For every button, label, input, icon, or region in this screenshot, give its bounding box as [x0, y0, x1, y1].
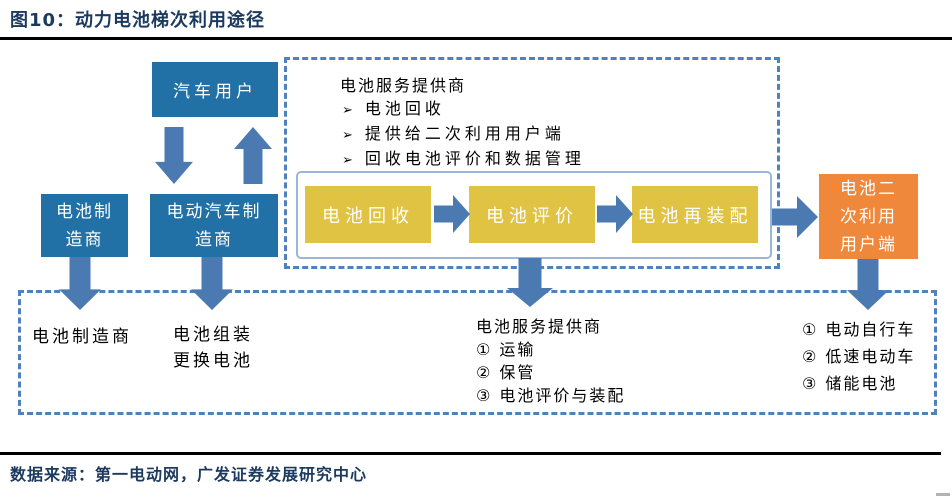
- battery-maker-box: 电池制 造商: [41, 194, 128, 257]
- process-step-label: 电池评价: [486, 205, 578, 227]
- assembly-line: 更换电池: [173, 351, 253, 371]
- user-to-evmaker-arrow: [155, 127, 193, 184]
- evmaker-to-user-arrow: [234, 127, 272, 184]
- process-step-label: 电池再装配: [637, 205, 753, 227]
- title-divider: [0, 37, 952, 40]
- process-step-reassemble: 电池再装配: [632, 186, 758, 243]
- secondary-user-label-line: 电池二: [840, 178, 897, 199]
- service-provider-panel: 电池服务提供商 ➢ 电池回收 ➢ 提供给二次利用用户端 ➢ 回收电池评价和数据管…: [340, 74, 585, 172]
- car-user-box: 汽车用户: [152, 62, 278, 117]
- data-source-label: 数据来源：第一电动网，广发证券发展研究中心: [10, 465, 368, 484]
- recycle-to-evaluate-arrow: [434, 195, 470, 233]
- bottom-battery-maker-label: 电池制造商: [32, 327, 132, 347]
- figure-title: 图10：动力电池梯次利用途径: [10, 10, 266, 31]
- ev-maker-label-line: 电动汽车制: [166, 201, 262, 222]
- bottom-service-item: ③ 电池评价与装配: [476, 386, 626, 405]
- bottom-dashed-box: [18, 290, 937, 415]
- process-step-label: 电池回收: [322, 205, 414, 227]
- secondary-use-item: ① 电动自行车: [802, 320, 916, 339]
- bottom-assembly-label: 电池组装 更换电池: [173, 322, 253, 374]
- service-bullet-row: ➢ 回收电池评价和数据管理: [342, 147, 585, 172]
- service-provider-down-arrow: [507, 258, 553, 307]
- service-bullet-row: ➢ 电池回收: [342, 97, 585, 122]
- ev-maker-down-arrow: [191, 257, 233, 310]
- bottom-service-title: 电池服务提供商: [476, 317, 603, 336]
- service-bullet-row: ➢ 提供给二次利用用户端: [342, 122, 585, 147]
- secondary-user-box: 电池二 次利用 用户端: [819, 174, 918, 259]
- bottom-service-list: 电池服务提供商 ① 运输 ② 保管 ③ 电池评价与装配: [476, 316, 625, 408]
- assembly-line: 电池组装: [173, 325, 253, 345]
- battery-maker-label-line: 造商: [65, 229, 104, 250]
- evaluate-to-reassemble-arrow: [597, 195, 633, 233]
- bullet-arrow-icon: ➢: [342, 103, 353, 118]
- service-bullet-label: 提供给二次利用用户端: [364, 124, 565, 143]
- secondary-user-label-line: 次利用: [840, 206, 897, 227]
- secondary-user-down-arrow: [847, 259, 889, 310]
- bullet-arrow-icon: ➢: [342, 128, 353, 143]
- bullet-arrow-icon: ➢: [342, 153, 353, 168]
- scrollbar-fragment: [936, 493, 950, 496]
- bottom-service-item: ② 保管: [476, 363, 536, 382]
- secondary-use-item: ② 低速电动车: [802, 347, 916, 366]
- car-user-label: 汽车用户: [173, 82, 257, 102]
- service-bullet-label: 回收电池评价和数据管理: [364, 149, 585, 168]
- process-step-evaluate: 电池评价: [469, 186, 595, 243]
- service-to-secondary-arrow: [772, 196, 818, 238]
- ev-maker-box: 电动汽车制 造商: [150, 194, 278, 257]
- bottom-service-item: ① 运输: [476, 340, 536, 359]
- battery-maker-label-line: 电池制: [56, 201, 113, 222]
- service-provider-title: 电池服务提供商: [340, 76, 467, 95]
- secondary-user-label-line: 用户端: [840, 234, 897, 255]
- service-bullet-label: 电池回收: [364, 99, 445, 118]
- footer-divider: [0, 452, 941, 455]
- bottom-secondary-use-list: ① 电动自行车 ② 低速电动车 ③ 储能电池: [802, 316, 915, 397]
- ev-maker-label-line: 造商: [195, 229, 233, 250]
- process-step-recycle: 电池回收: [305, 186, 431, 243]
- battery-maker-down-arrow: [59, 257, 101, 310]
- secondary-use-item: ③ 储能电池: [802, 374, 898, 393]
